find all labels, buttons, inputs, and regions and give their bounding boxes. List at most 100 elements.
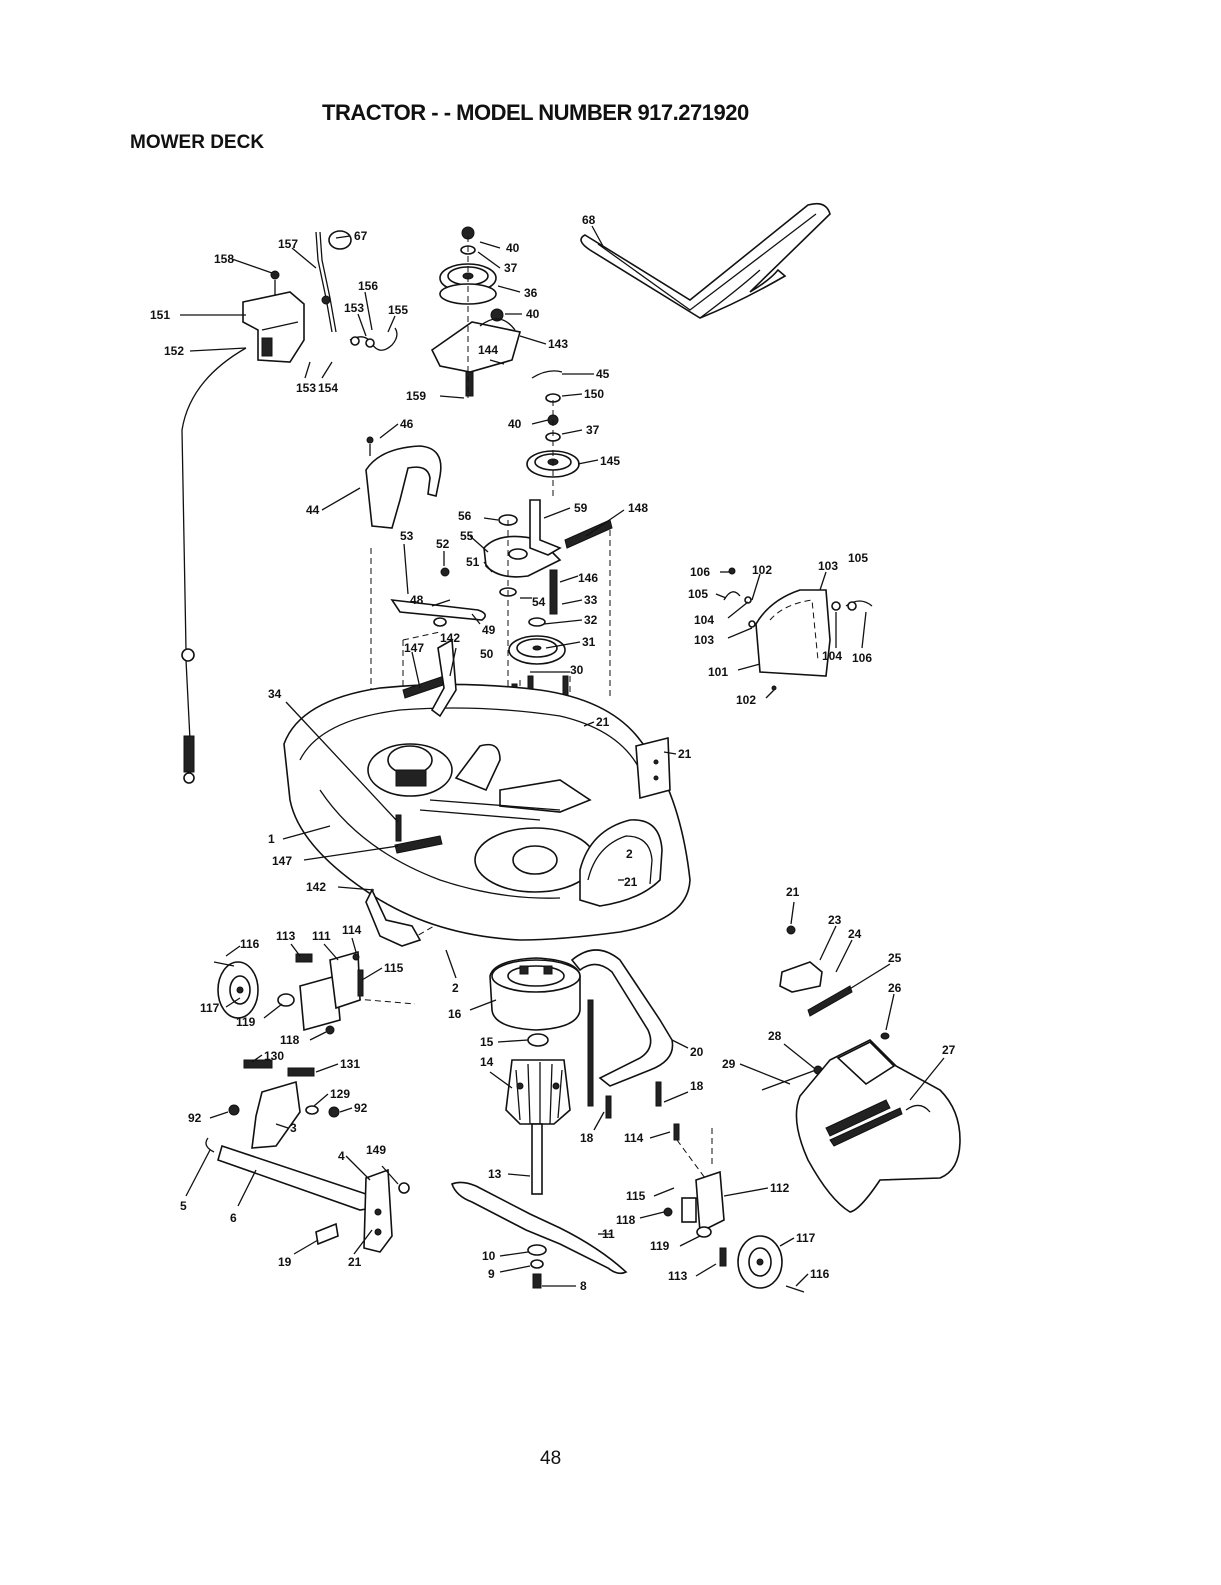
idler-pulley-group-top [430,226,522,397]
gauge-wheel-assembly-right [663,1123,805,1293]
front-hanger-assembly [205,1059,410,1253]
callout-33: 33 [584,593,598,607]
callout-34: 34 [268,687,282,701]
callout-30: 30 [570,663,584,677]
callout-117: 117 [796,1231,816,1245]
callout-28: 28 [768,1029,782,1043]
callout-8: 8 [580,1279,587,1293]
callout-105: 105 [688,587,708,601]
callout-92: 92 [188,1111,202,1125]
callout-102: 102 [736,693,756,707]
callout-154: 154 [318,381,338,395]
deck-stabilizer-part-142 [365,888,422,947]
clutch-spring-part-155 [349,327,398,351]
callout-119: 119 [650,1239,670,1253]
callout-52: 52 [436,537,450,551]
callout-49: 49 [482,623,496,637]
callout-68: 68 [582,213,596,227]
callout-142: 142 [440,631,460,645]
callout-18: 18 [690,1079,704,1093]
callout-50: 50 [480,647,494,661]
callout-2: 2 [626,847,633,861]
callout-118: 118 [280,1033,300,1047]
callout-102: 102 [752,563,772,577]
callout-157: 157 [278,237,298,251]
callout-115: 115 [626,1189,646,1203]
callout-27: 27 [942,1043,956,1057]
callout-44: 44 [306,503,320,517]
page-number: 48 [540,1448,562,1469]
callout-103: 103 [818,559,838,573]
callout-labels: 158 157 67 156 151 153 155 152 153 154 4… [150,213,956,1293]
discharge-deflector-part-101 [723,567,873,691]
callout-14: 14 [480,1055,494,1069]
callout-159: 159 [406,389,426,403]
callout-15: 15 [480,1035,494,1049]
callout-143: 143 [548,337,568,351]
callout-142: 142 [306,880,326,894]
callout-111: 111 [312,929,331,943]
callout-153: 153 [344,301,364,315]
callout-56: 56 [458,509,472,523]
callout-21: 21 [596,715,610,729]
callout-24: 24 [848,927,862,941]
callout-113: 113 [668,1269,688,1283]
callout-67: 67 [354,229,368,243]
drive-belt-part-68 [580,202,831,319]
callout-54: 54 [532,595,546,609]
callout-53: 53 [400,529,414,543]
page-title: TRACTOR - - MODEL NUMBER 917.271920 [322,100,749,125]
callout-105: 105 [848,551,868,565]
callout-114: 114 [624,1131,644,1145]
callout-29: 29 [722,1057,736,1071]
mulch-cover-part-27 [761,925,961,1213]
callout-115: 115 [384,961,404,975]
callout-116: 116 [810,1267,830,1281]
spindle-assembly [489,957,581,1195]
idler-spring-part-147 [402,638,457,718]
callout-4: 4 [338,1149,345,1163]
callout-59: 59 [574,501,588,515]
belt-keeper-part-48 [390,567,486,627]
callout-37: 37 [504,261,518,275]
callout-10: 10 [482,1249,496,1263]
callout-51: 51 [466,555,480,569]
callout-129: 129 [330,1087,350,1101]
callout-3: 3 [290,1121,297,1135]
callout-21: 21 [786,885,800,899]
callout-32: 32 [584,613,598,627]
callout-46: 46 [400,417,414,431]
belt-guard-part-44 [365,436,442,529]
callout-16: 16 [448,1007,462,1021]
callout-155: 155 [388,303,408,317]
callout-31: 31 [582,635,596,649]
callout-37: 37 [586,423,600,437]
callout-147: 147 [404,641,424,655]
callout-21: 21 [348,1255,362,1269]
callout-145: 145 [600,454,620,468]
idler-arm-part-55 [483,499,613,615]
clutch-lever-bracket-part-151 [242,270,305,363]
callout-113: 113 [276,929,296,943]
callout-36: 36 [524,286,538,300]
callout-55: 55 [460,529,474,543]
callout-18: 18 [580,1131,594,1145]
callout-148: 148 [628,501,648,515]
callout-21: 21 [678,747,692,761]
callout-11: 11 [602,1227,615,1241]
callout-104: 104 [822,649,842,663]
callout-26: 26 [888,981,902,995]
callout-152: 152 [164,344,184,358]
callout-1: 1 [268,832,275,846]
clutch-rod-part-157 [315,230,352,333]
callout-153: 153 [296,381,316,395]
mower-deck-housing-part-1 [283,683,691,941]
callout-116: 116 [240,937,260,951]
callout-48: 48 [410,593,424,607]
callout-106: 106 [690,565,710,579]
callout-158: 158 [214,252,234,266]
callout-5: 5 [180,1199,187,1213]
callout-119: 119 [236,1015,256,1029]
callout-101: 101 [708,665,728,679]
